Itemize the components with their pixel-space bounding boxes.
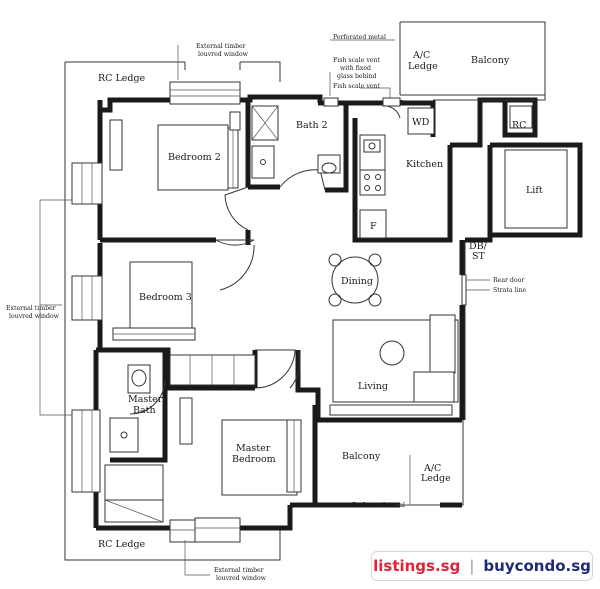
label-bedroom3: Bedroom 3 bbox=[139, 292, 192, 303]
label-rc-ledge-top: RC Ledge bbox=[98, 73, 146, 84]
note-ext-window-left-2: louvred window bbox=[9, 313, 60, 320]
note-ext-window-top-1: External timber bbox=[196, 43, 246, 50]
note-ext-window-bottom-2: louvred window bbox=[216, 575, 267, 582]
label-balcony-bottom: Balcony bbox=[342, 451, 381, 462]
room-labels: Bedroom 2 Bath 2 Kitchen Balcony A/C Led… bbox=[98, 50, 543, 550]
label-bath2: Bath 2 bbox=[296, 120, 328, 131]
label-bedroom2: Bedroom 2 bbox=[168, 152, 221, 163]
watermark-brand-b: buycondo.sg bbox=[483, 557, 591, 575]
note-perforated-metal-bottom: Perforated metal bbox=[352, 502, 405, 509]
label-ac-ledge-bottom-2: Ledge bbox=[421, 473, 451, 484]
label-fridge: F bbox=[370, 221, 377, 232]
label-rc-ledge-bottom: RC Ledge bbox=[98, 539, 146, 550]
label-ac-ledge-top-1: A/C bbox=[412, 50, 430, 61]
note-fish-vent: Fish scale vent bbox=[333, 83, 380, 90]
watermark-brand-a: listings.sg bbox=[373, 557, 461, 575]
leader-lines bbox=[39, 39, 490, 576]
watermark-logo: listings.sg | buycondo.sg bbox=[371, 551, 593, 581]
label-db-st-2: ST bbox=[472, 251, 486, 262]
label-balcony-top: Balcony bbox=[471, 55, 510, 66]
furniture bbox=[104, 105, 568, 523]
note-fish-vent-glass-2: with fixed bbox=[340, 65, 371, 72]
label-master-bath-1: Master bbox=[128, 394, 163, 405]
watermark-separator: | bbox=[469, 557, 475, 575]
label-dining: Dining bbox=[341, 276, 373, 287]
label-master-bedroom-2: Bedroom bbox=[232, 454, 276, 465]
label-wd: WD bbox=[412, 117, 430, 128]
label-living: Living bbox=[358, 381, 388, 392]
label-ac-ledge-bottom-1: A/C bbox=[423, 463, 441, 474]
label-lift: Lift bbox=[526, 185, 543, 196]
label-master-bedroom-1: Master bbox=[236, 443, 271, 454]
note-fish-vent-glass-3: glass behind bbox=[337, 73, 377, 80]
label-db-st-1: DB/ bbox=[469, 241, 488, 252]
label-master-bath-2: Bath bbox=[133, 405, 156, 416]
label-ac-ledge-top-2: Ledge bbox=[408, 61, 438, 72]
label-rc: RC bbox=[512, 120, 526, 131]
note-ext-window-left-1: External timber bbox=[6, 305, 56, 312]
note-perforated-metal-top: Perforated metal bbox=[333, 34, 386, 41]
note-ext-window-bottom-1: External timber bbox=[214, 567, 264, 574]
note-ext-window-top-2: louvred window bbox=[198, 51, 249, 58]
windows bbox=[71, 81, 545, 543]
note-strata-line: Strata line bbox=[493, 287, 526, 294]
label-kitchen: Kitchen bbox=[406, 159, 443, 170]
note-rear-door: Rear door bbox=[493, 277, 524, 284]
note-fish-vent-glass-1: Fish scale vent bbox=[333, 57, 380, 64]
annotations: External timber louvred window Perforate… bbox=[6, 34, 526, 582]
